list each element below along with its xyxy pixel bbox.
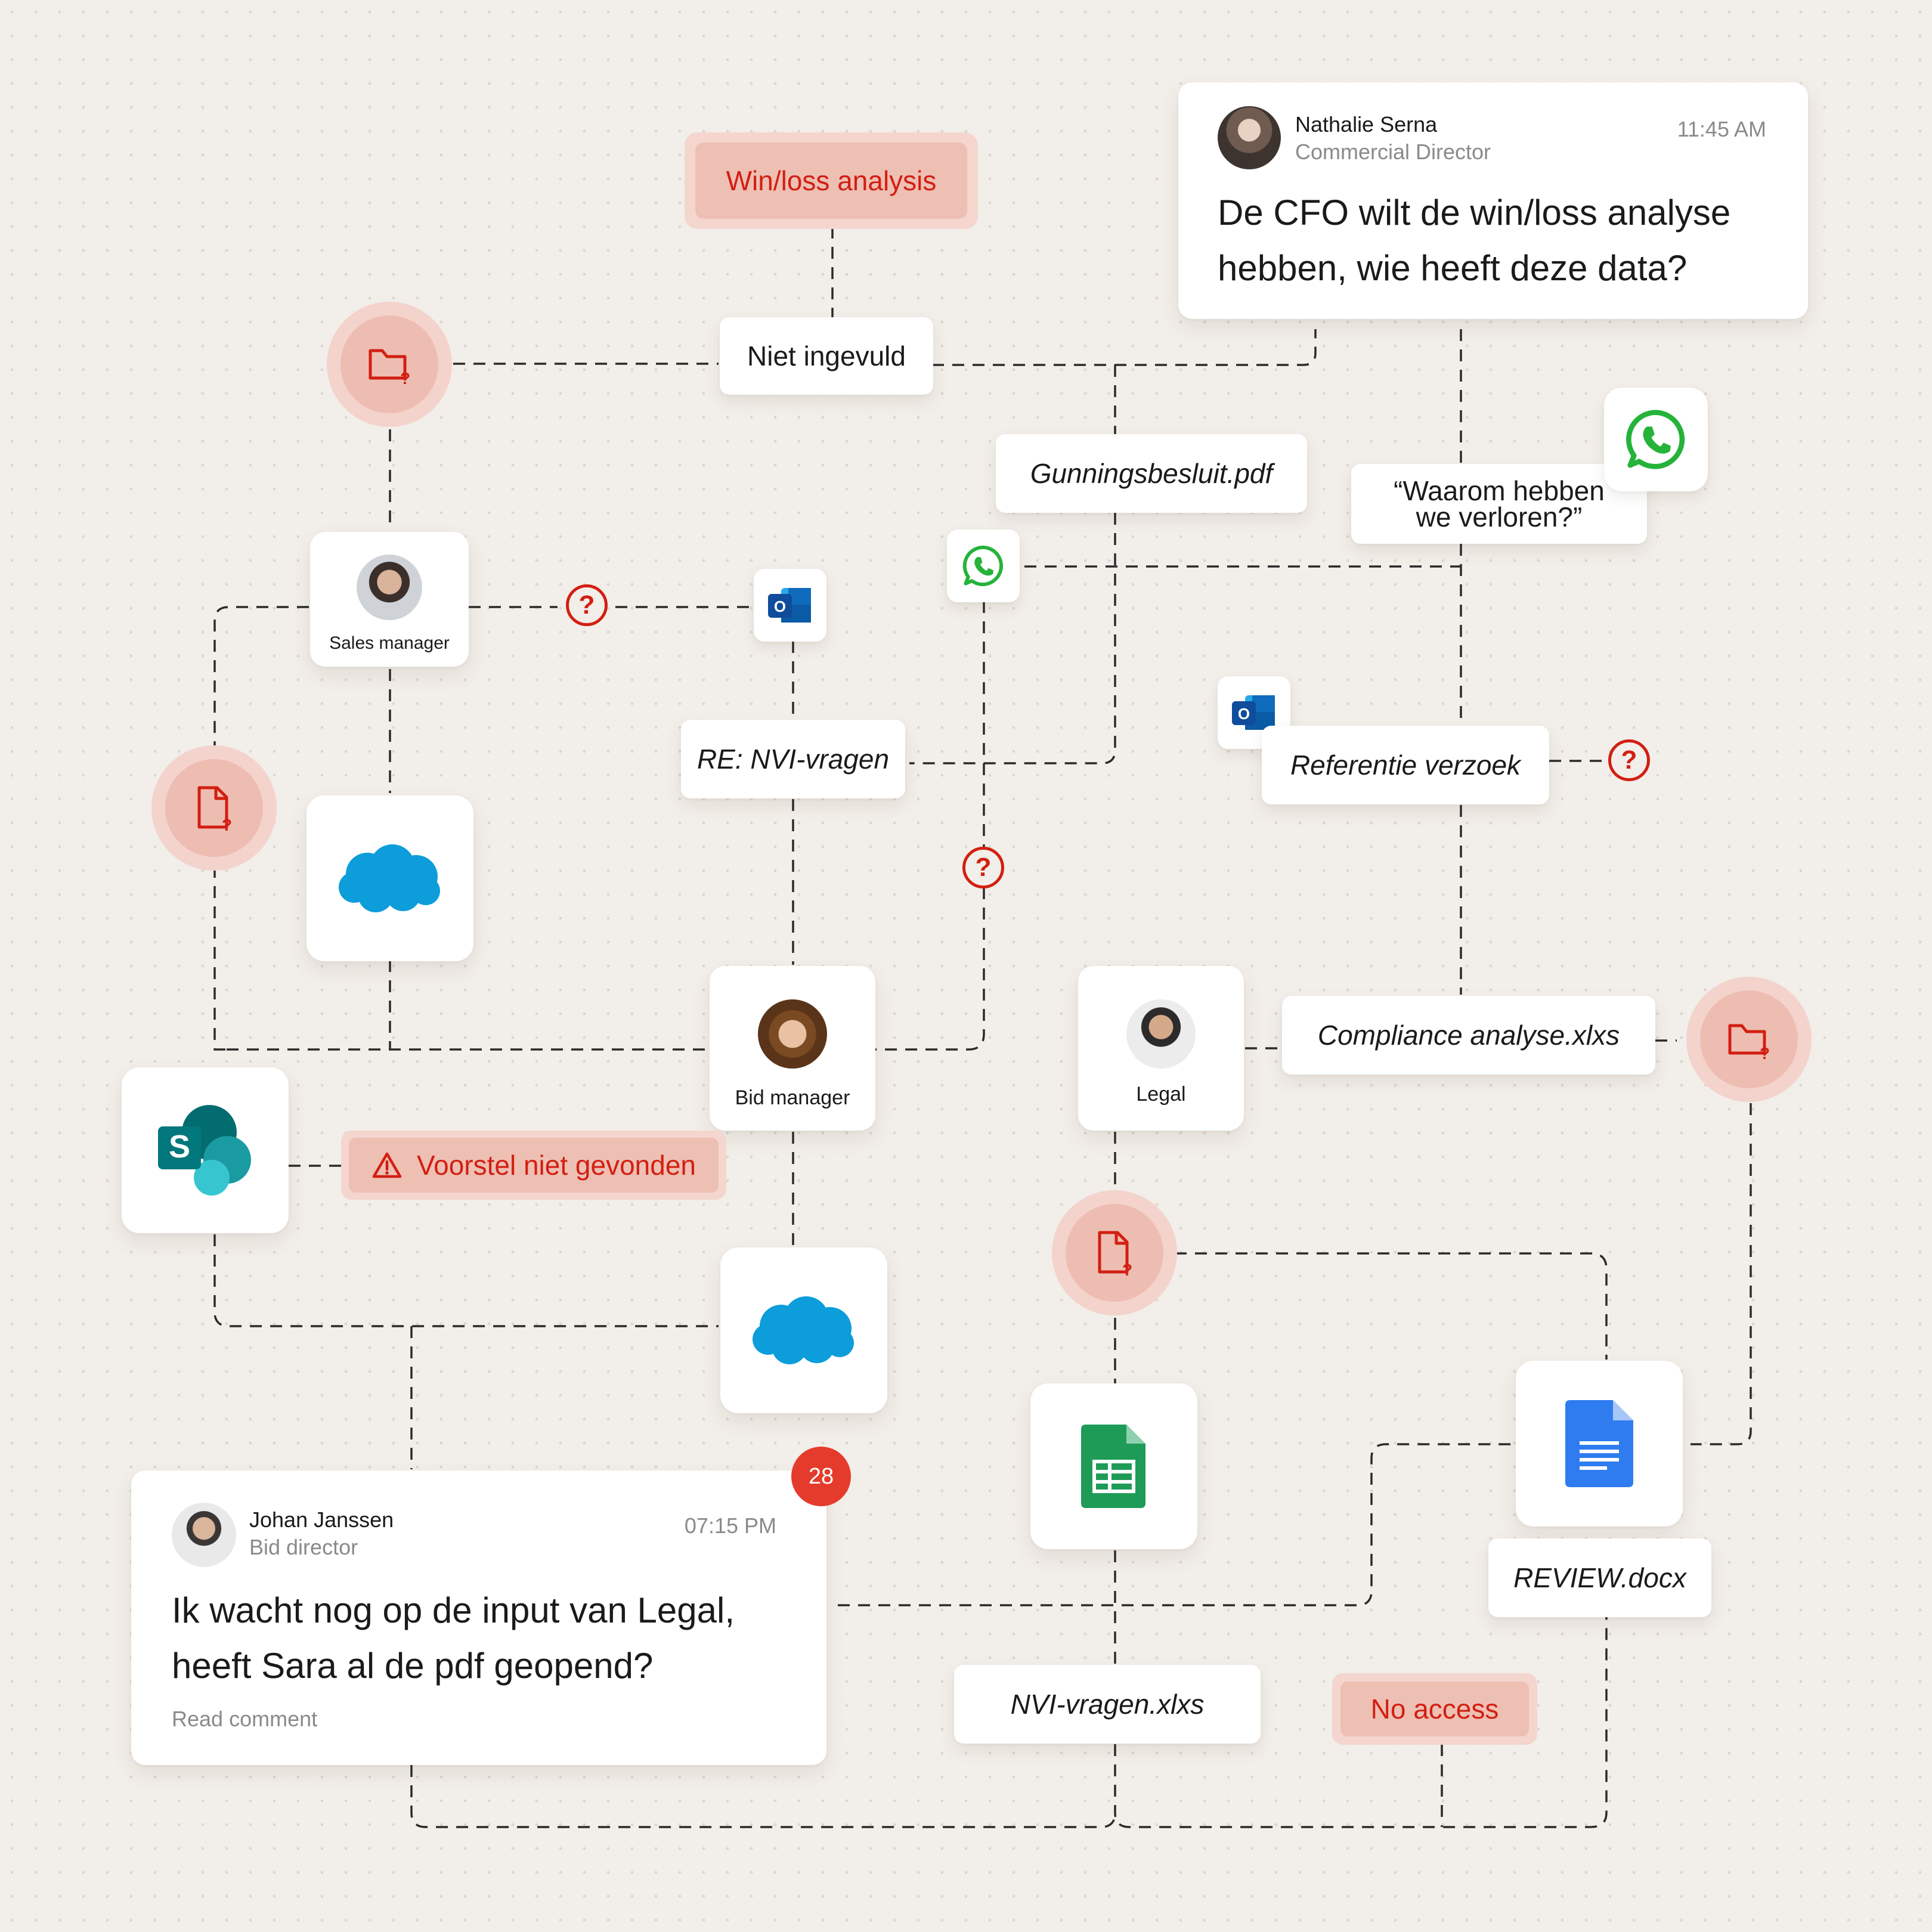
google-sheets-icon <box>1081 1425 1145 1508</box>
nvi-vragen-file-chip[interactable]: NVI-vragen.xlxs <box>954 1665 1261 1744</box>
waarom-line2: we verloren?” <box>1416 501 1583 532</box>
avatar <box>1126 999 1196 1069</box>
avatar <box>357 555 422 620</box>
outlook-icon: O <box>768 588 811 623</box>
role-label: Legal <box>1136 1083 1186 1106</box>
svg-text:?: ? <box>400 369 410 385</box>
svg-text:O: O <box>1238 705 1250 723</box>
message-card-johan[interactable]: Johan Janssen Bid director 07:15 PM Ik w… <box>131 1470 826 1765</box>
referentie-verzoek-chip[interactable]: Referentie verzoek <box>1262 726 1549 804</box>
salesforce-tile-2[interactable] <box>720 1247 887 1413</box>
question-icon: ? <box>566 584 608 626</box>
folder-question-icon: ? <box>369 349 410 385</box>
google-docs-tile[interactable] <box>1516 1361 1683 1527</box>
waarom-line1: “Waarom hebben <box>1394 475 1605 506</box>
re-nvi-vragen-chip[interactable]: RE: NVI-vragen <box>681 720 905 798</box>
avatar <box>172 1503 236 1567</box>
compliance-analyse-chip[interactable]: Compliance analyse.xlxs <box>1282 996 1655 1075</box>
warning-icon <box>372 1152 402 1178</box>
salesforce-icon <box>753 1296 854 1364</box>
salesforce-icon <box>339 844 440 912</box>
sender-role: Bid director <box>249 1535 358 1559</box>
win-loss-label: Win/loss analysis <box>695 143 967 219</box>
avatar <box>758 999 827 1069</box>
file-question-icon: ? <box>1098 1231 1132 1275</box>
message-card-nathalie[interactable]: Nathalie Serna Commercial Director 11:45… <box>1178 82 1808 319</box>
svg-text:?: ? <box>1760 1044 1770 1060</box>
read-comment-link[interactable]: Read comment <box>172 1707 318 1731</box>
message-body-line1: Ik wacht nog op de input van Legal, <box>172 1590 735 1630</box>
whatsapp-icon <box>962 545 1003 587</box>
google-docs-icon <box>1565 1400 1633 1487</box>
question-icon: ? <box>962 847 1004 888</box>
whatsapp-tile-small[interactable] <box>947 530 1020 602</box>
file-question-icon: ? <box>197 786 232 831</box>
review-docx-chip[interactable]: REVIEW.docx <box>1488 1538 1711 1617</box>
message-body-line1: De CFO wilt de win/loss analyse <box>1218 193 1731 233</box>
voorstel-niet-gevonden-tag: Voorstel niet gevonden <box>341 1131 726 1200</box>
voorstel-label: Voorstel niet gevonden <box>416 1150 696 1181</box>
outlook-tile[interactable]: O <box>754 569 826 642</box>
no-access-label: No access <box>1340 1682 1529 1736</box>
google-sheets-tile[interactable] <box>1030 1383 1197 1549</box>
message-body-line2: hebben, wie heeft deze data? <box>1218 248 1688 288</box>
question-icon: ? <box>1608 739 1650 781</box>
missing-file-ring-middle: ? <box>1052 1190 1177 1315</box>
message-time: 07:15 PM <box>684 1513 776 1538</box>
win-loss-tag: Win/loss analysis <box>685 132 978 229</box>
avatar <box>1218 106 1281 169</box>
legal-card[interactable]: Legal <box>1078 966 1244 1131</box>
role-label: Sales manager <box>329 633 450 653</box>
whatsapp-icon <box>1626 410 1685 469</box>
niet-ingevuld-chip[interactable]: Niet ingevuld <box>720 317 933 395</box>
sender-role: Commercial Director <box>1295 140 1491 164</box>
sales-manager-card[interactable]: Sales manager <box>310 532 469 667</box>
missing-folder-ring: ? <box>327 302 452 427</box>
svg-text:?: ? <box>222 816 232 831</box>
message-body-line2: heeft Sara al de pdf geopend? <box>172 1646 654 1686</box>
gunningsbesluit-file-chip[interactable]: Gunningsbesluit.pdf <box>996 434 1307 513</box>
missing-file-ring: ? <box>151 745 277 871</box>
svg-text:?: ? <box>1122 1261 1132 1275</box>
role-label: Bid manager <box>735 1086 850 1109</box>
outlook-icon: O <box>1232 695 1275 730</box>
unread-count-badge: 28 <box>791 1447 851 1506</box>
sender-name: Nathalie Serna <box>1295 112 1438 137</box>
whatsapp-tile-large[interactable] <box>1604 388 1708 491</box>
sharepoint-icon: S <box>158 1105 251 1196</box>
folder-question-icon: ? <box>1728 1024 1770 1060</box>
missing-folder-ring-right: ? <box>1686 977 1812 1102</box>
sender-name: Johan Janssen <box>249 1507 394 1532</box>
salesforce-tile[interactable] <box>306 795 473 961</box>
waarom-quote-chip[interactable]: “Waarom hebben we verloren?” <box>1351 464 1647 544</box>
no-access-tag: No access <box>1332 1673 1537 1745</box>
message-time: 11:45 AM <box>1677 117 1766 141</box>
svg-text:O: O <box>774 597 786 615</box>
sharepoint-tile[interactable]: S <box>122 1067 289 1233</box>
bid-manager-card[interactable]: Bid manager <box>710 966 875 1131</box>
svg-text:S: S <box>169 1129 190 1165</box>
